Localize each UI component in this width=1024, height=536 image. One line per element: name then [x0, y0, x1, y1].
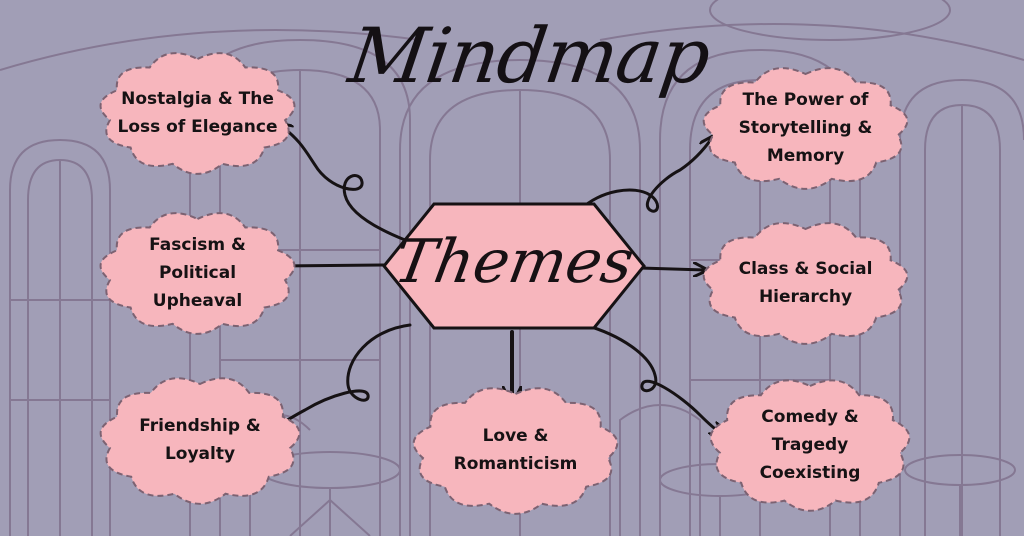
connector-storytelling [578, 138, 712, 213]
cloud-shape [709, 379, 911, 512]
central-topic-label: Themes [389, 227, 639, 297]
page-title: Mindmap [343, 11, 716, 100]
cloud-outline [702, 222, 909, 345]
cloud-outline [99, 212, 296, 335]
cloud-outline [709, 379, 911, 512]
cloud-shape [702, 67, 909, 190]
theme-node-label: Comedy & Tragedy Coexisting [759, 406, 861, 483]
connector-comedy [583, 323, 722, 434]
cloud-shape [702, 222, 909, 345]
hexagon-shape [382, 202, 646, 330]
cloud-shape [99, 377, 301, 505]
cloud-shape [99, 52, 296, 175]
central-topic: Themes [380, 200, 648, 332]
connector-friendship [272, 323, 412, 428]
theme-node-label: Nostalgia & The Loss of Elegance [117, 88, 278, 137]
cloud-shape [412, 387, 619, 515]
cloud-outline [99, 52, 296, 175]
theme-node-friendship: Friendship & Loyalty [95, 370, 305, 510]
cloud-outline [702, 67, 909, 190]
theme-node-label: Class & Social Hierarchy [738, 258, 873, 307]
theme-node-label: Friendship & Loyalty [139, 416, 261, 464]
theme-node-fascism: Fascism & Political Upheaval [95, 205, 300, 340]
connector-class [638, 268, 705, 270]
theme-node-storytelling: The Power of Storytelling & Memory [698, 60, 913, 195]
theme-node-label: The Power of Storytelling & Memory [738, 89, 873, 166]
connector-fascism [278, 265, 387, 266]
theme-node-class: Class & Social Hierarchy [698, 215, 913, 350]
cloud-shape [99, 212, 296, 335]
theme-node-label: Fascism & Political Upheaval [149, 234, 246, 311]
theme-node-love: Love & Romanticism [408, 380, 623, 520]
cloud-outline [99, 377, 301, 505]
cloud-outline [412, 387, 619, 515]
theme-node-comedy: Comedy & Tragedy Coexisting [705, 372, 915, 517]
theme-node-label: Love & Romanticism [453, 426, 578, 474]
connector-nostalgia [280, 125, 407, 242]
theme-node-nostalgia: Nostalgia & The Loss of Elegance [95, 45, 300, 180]
